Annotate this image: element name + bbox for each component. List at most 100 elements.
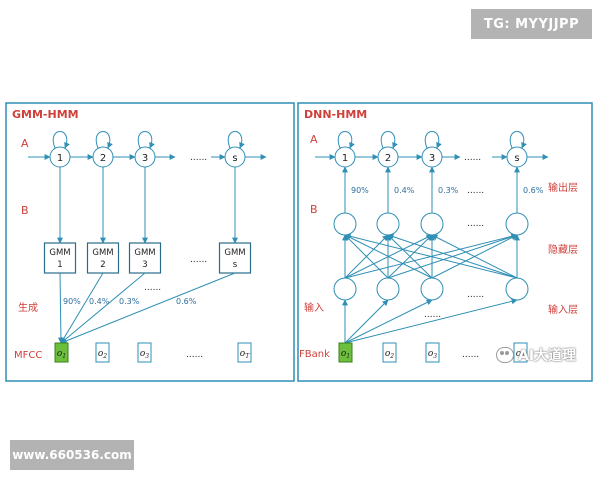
watermark-logo: AI大道理 xyxy=(496,343,576,367)
dnn-observation-2-label: o2 xyxy=(385,349,394,360)
dnn-observation-t-label: oT xyxy=(516,349,526,360)
dnn-self-loop-1 xyxy=(337,131,355,149)
gmm-state-label: 3 xyxy=(142,153,148,164)
gmm-box-title: GMM xyxy=(224,248,245,258)
dnn-observation-3 xyxy=(425,342,440,363)
gmm-observation-1 xyxy=(54,342,69,363)
gmm-box xyxy=(86,242,120,274)
dnn-title: DNN-HMM xyxy=(304,108,367,121)
gmm-state-label: s xyxy=(232,153,237,164)
dnn-hidden-ellipsis: ...... xyxy=(467,219,484,229)
dnn-hidden-neuron xyxy=(420,212,444,236)
dnn-self-loop-4 xyxy=(509,131,527,149)
gmm-row-label-a: A xyxy=(21,137,29,150)
gmm-self-loop-1 xyxy=(52,131,70,149)
gmm-generate-arrow xyxy=(60,272,146,344)
gmm-self-loop-4 xyxy=(227,131,245,149)
gmm-self-loop-2 xyxy=(95,131,113,149)
gmm-panel-frame xyxy=(5,102,295,382)
dnn-weight-edge xyxy=(387,233,518,279)
gmm-row-label-b: B xyxy=(21,204,29,217)
watermark-bottom-badge: www.660536.com xyxy=(10,440,134,470)
gmm-box xyxy=(218,242,252,274)
gmm-percent-0-4: 0.4% xyxy=(89,297,110,306)
dnn-weight-edge xyxy=(344,234,389,279)
dnn-observation-ellipsis: ...... xyxy=(462,350,479,360)
gmm-box-title: GMM xyxy=(92,248,113,258)
dnn-percent-0-6: 0.6% xyxy=(523,186,544,195)
dnn-percent-0-3: 0.3% xyxy=(438,186,459,195)
dnn-label-hidden-layer: 隐藏层 xyxy=(548,244,578,256)
gmm-state-ellipsis: ...... xyxy=(190,153,207,163)
gmm-observation-1-label: o1 xyxy=(57,349,66,360)
gmm-observation-3-label: o3 xyxy=(140,349,149,360)
dnn-state-label: s xyxy=(514,153,519,164)
dnn-feature-arrow xyxy=(344,299,433,344)
dnn-hidden-neuron xyxy=(333,212,357,236)
gmm-row-label-mfcc: MFCC xyxy=(14,350,42,361)
dnn-weight-edge xyxy=(431,234,518,279)
gmm-box-index: 3 xyxy=(142,260,147,270)
dnn-feature-arrow xyxy=(344,298,518,344)
gmm-generate-arrow xyxy=(60,272,104,344)
dnn-observation-3-label: o3 xyxy=(428,349,437,360)
dnn-feature-arrow xyxy=(344,299,389,344)
gmm-state-label: 2 xyxy=(100,153,106,164)
gmm-box-title: GMM xyxy=(49,248,70,258)
dnn-observation-2 xyxy=(382,342,397,363)
gmm-box xyxy=(128,242,162,274)
gmm-box-index: s xyxy=(233,260,238,270)
gmm-self-loop-3 xyxy=(137,131,155,149)
dnn-weight-edge xyxy=(344,233,518,279)
gmm-box-index: 2 xyxy=(100,260,105,270)
dnn-state-label: 3 xyxy=(429,153,435,164)
dnn-row-label-fbank: FBank xyxy=(299,349,330,360)
dnn-weight-edge xyxy=(387,234,433,279)
gmm-observation-t-label: oT xyxy=(240,349,250,360)
chat-bubble-icon xyxy=(496,347,514,363)
dnn-label-input-layer: 输入层 xyxy=(548,303,578,316)
gmm-generate-ellipsis: ...... xyxy=(144,283,161,293)
dnn-self-loop-2 xyxy=(380,131,398,149)
dnn-input-neuron xyxy=(505,277,529,301)
gmm-box-ellipsis: ...... xyxy=(190,255,207,265)
dnn-input-neuron xyxy=(420,277,444,301)
gmm-box-title: GMM xyxy=(134,248,155,258)
dnn-observation-1-label: o1 xyxy=(341,349,350,360)
gmm-observation-3 xyxy=(137,342,152,363)
dnn-self-loop-3 xyxy=(424,131,442,149)
dnn-state-label: 2 xyxy=(385,153,391,164)
dnn-percent-90: 90% xyxy=(351,186,369,195)
dnn-observation-t xyxy=(513,342,528,363)
gmm-percent-0-6: 0.6% xyxy=(176,297,197,306)
dnn-hidden-neuron xyxy=(376,212,400,236)
gmm-box-index: 1 xyxy=(57,260,62,270)
gmm-state-label: 1 xyxy=(57,153,63,164)
dnn-state-ellipsis: ...... xyxy=(464,153,481,163)
dnn-label-output-layer: 输出层 xyxy=(548,181,578,194)
dnn-input-ellipsis: ...... xyxy=(467,290,484,300)
dnn-input-neuron xyxy=(333,277,357,301)
gmm-generate-arrow xyxy=(57,272,64,344)
dnn-state-label: 1 xyxy=(342,153,348,164)
watermark-logo-text: AI大道理 xyxy=(518,348,577,364)
dnn-row-label-a: A xyxy=(310,133,318,146)
dnn-row-label-input: 输入 xyxy=(304,301,324,314)
dnn-percent-0-4: 0.4% xyxy=(394,186,415,195)
gmm-title: GMM-HMM xyxy=(12,108,79,121)
gmm-percent-0-3: 0.3% xyxy=(119,297,140,306)
gmm-observation-t xyxy=(237,342,252,363)
dnn-output-ellipsis: ...... xyxy=(467,186,484,196)
dnn-weight-edge xyxy=(344,234,433,279)
dnn-feature-ellipsis: ...... xyxy=(424,310,441,320)
gmm-row-label-generate: 生成 xyxy=(18,301,38,314)
gmm-observation-2-label: o2 xyxy=(98,349,107,360)
dnn-input-neuron xyxy=(376,277,400,301)
gmm-percent-90: 90% xyxy=(63,297,81,306)
dnn-row-label-b: B xyxy=(310,203,318,216)
dnn-panel-frame xyxy=(297,102,593,382)
watermark-top-badge: TG: MYYJJPP xyxy=(471,9,592,39)
